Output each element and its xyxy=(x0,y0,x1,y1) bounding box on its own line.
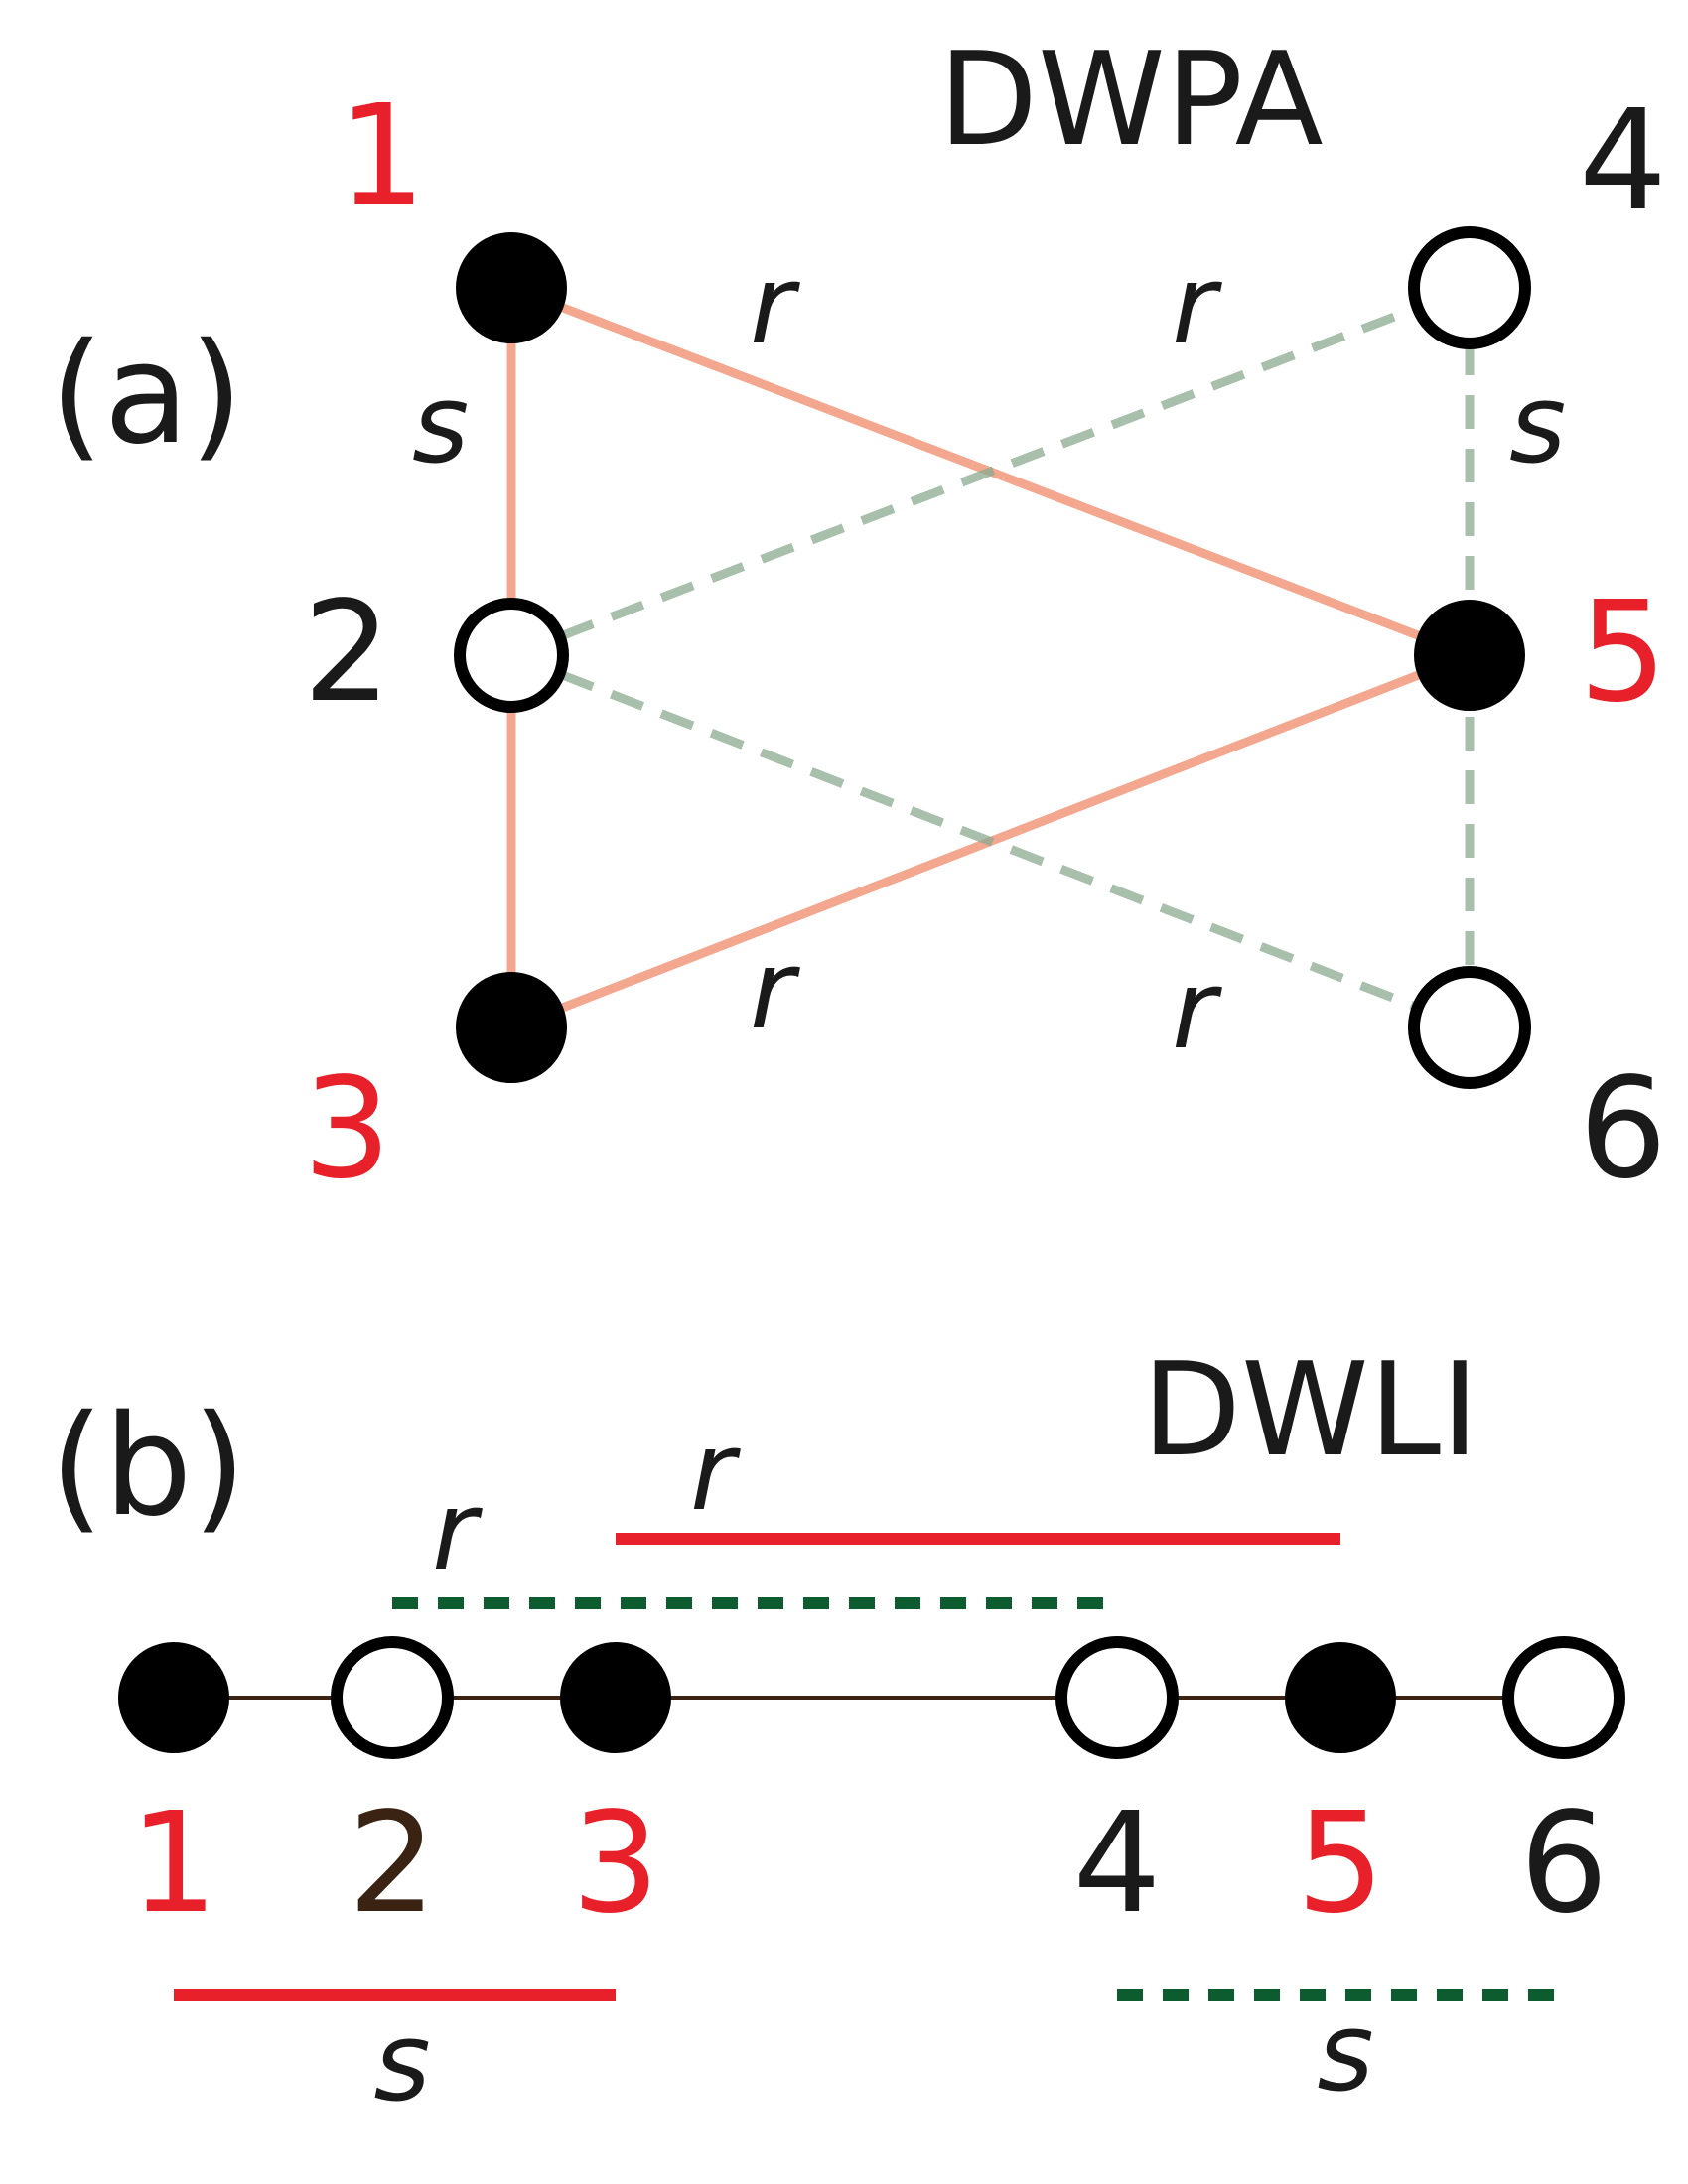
node-6-label: 6 xyxy=(1579,1048,1667,1210)
chain-node-1-label: 1 xyxy=(129,1783,217,1945)
chain-node-2 xyxy=(331,1636,454,1759)
panel-b: (b) DWLI r r 1 2 3 4 5 6 s s xyxy=(50,1334,1625,2125)
node-2 xyxy=(454,598,569,713)
node-1 xyxy=(456,232,567,343)
node-4 xyxy=(1408,226,1531,349)
edge-label-r-top-right: r xyxy=(1172,241,1222,368)
bar-label-s-left: s xyxy=(373,1998,430,2125)
chain-node-5 xyxy=(1285,1642,1396,1753)
chain-node-5-label: 5 xyxy=(1296,1783,1384,1945)
bar-label-s-right: s xyxy=(1317,1988,1373,2116)
panel-b-title: DWLI xyxy=(1142,1334,1478,1485)
panel-b-label: (b) xyxy=(50,1386,246,1548)
node-2-label: 2 xyxy=(303,572,391,734)
node-5-label: 5 xyxy=(1579,572,1667,734)
chain-node-6 xyxy=(1502,1636,1625,1759)
chain-node-6-label: 6 xyxy=(1519,1783,1608,1945)
edge-label-r-top-left: r xyxy=(750,241,800,368)
node-3 xyxy=(456,972,567,1083)
edge-2-6-r xyxy=(509,650,1472,1032)
panel-a: (a) DWPA 1 2 3 4 5 6 s s r r r r xyxy=(50,24,1667,1210)
node-5 xyxy=(1414,600,1525,711)
chain-node-3-label: 3 xyxy=(571,1783,659,1945)
bar-label-r-lower: r xyxy=(432,1467,483,1594)
panel-a-title: DWPA xyxy=(938,24,1324,175)
panel-a-label: (a) xyxy=(50,314,243,476)
chain-node-4 xyxy=(1055,1636,1179,1759)
edge-label-r-bottom-right: r xyxy=(1172,946,1222,1073)
node-1-label: 1 xyxy=(338,75,426,237)
node-3-label: 3 xyxy=(303,1048,391,1210)
edge-label-r-bottom-left: r xyxy=(750,926,800,1053)
edge-label-s-right: s xyxy=(1509,360,1566,487)
edge-2-4-r xyxy=(509,283,1472,660)
bar-label-r-upper: r xyxy=(690,1408,741,1535)
chain-node-1 xyxy=(118,1642,229,1753)
chain-node-4-label: 4 xyxy=(1072,1783,1161,1945)
chain-node-2-label: 2 xyxy=(348,1783,436,1945)
edge-label-s-left: s xyxy=(412,360,469,487)
node-6 xyxy=(1408,966,1531,1089)
chain-node-3 xyxy=(560,1642,671,1753)
node-4-label: 4 xyxy=(1579,80,1667,242)
